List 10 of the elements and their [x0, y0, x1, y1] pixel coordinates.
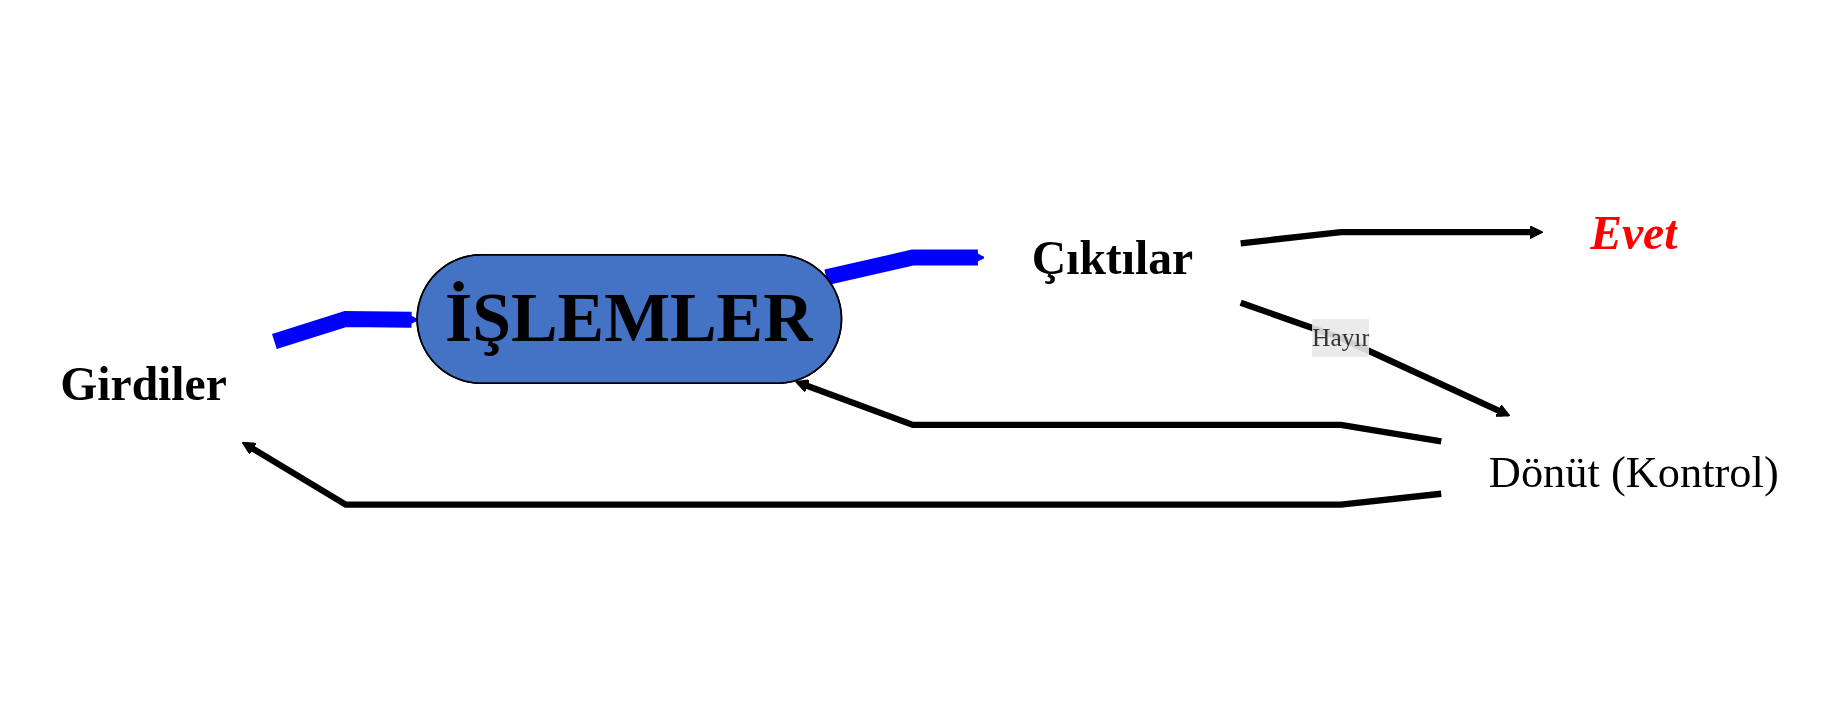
node-text: Dönüt (Kontrol)	[1488, 447, 1779, 497]
arrow	[794, 379, 1442, 445]
node-text: Evet	[1590, 206, 1678, 259]
node-text: Girdiler	[60, 356, 227, 410]
arrow	[1239, 299, 1511, 417]
arrow	[241, 441, 1442, 508]
arrow	[1240, 225, 1544, 247]
node-text: Çıktılar	[1031, 231, 1194, 284]
arrow	[824, 249, 985, 286]
edge-label: Hayır	[1312, 323, 1370, 351]
